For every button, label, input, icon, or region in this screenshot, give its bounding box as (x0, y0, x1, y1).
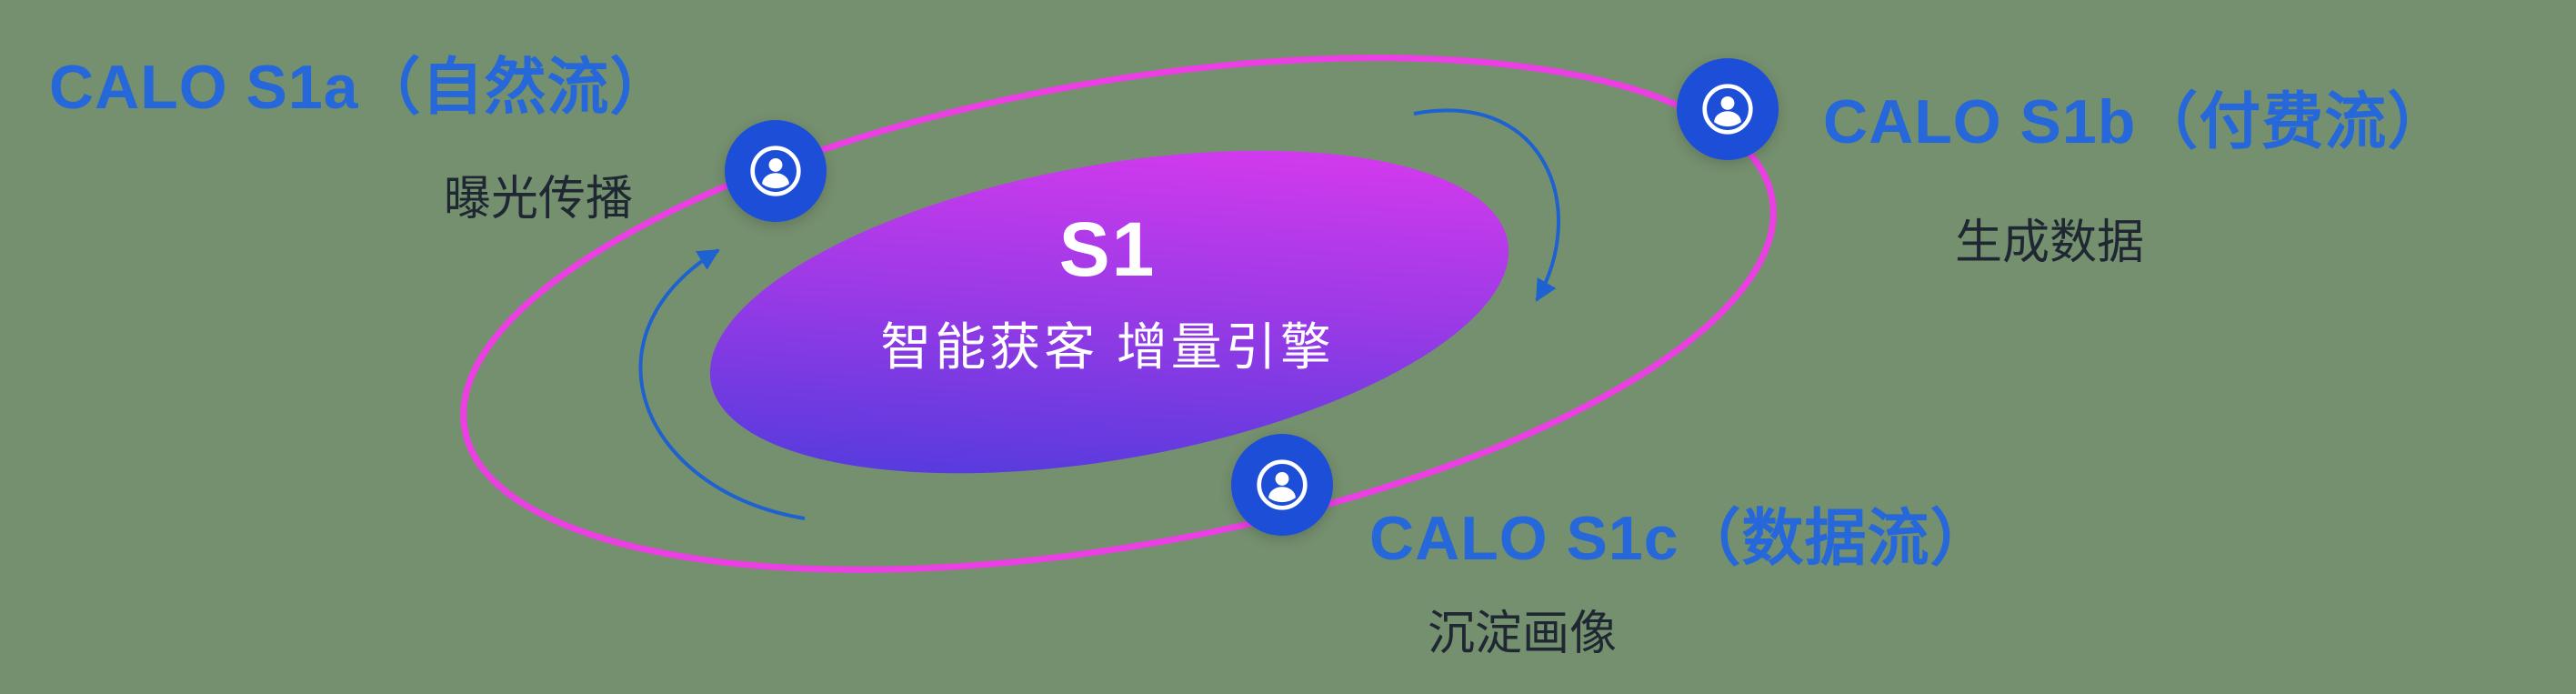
user-icon (1257, 459, 1308, 510)
core-subtitle: 智能获客 增量引擎 (880, 318, 1335, 376)
user-icon (1702, 84, 1753, 135)
label-sub-s1b: 生成数据 (1955, 216, 2145, 269)
core-title: S1 (1058, 206, 1157, 292)
core-ellipse (709, 150, 1509, 474)
flow-arrow-left (638, 248, 806, 520)
node-s1b (1677, 58, 1779, 160)
label-sub-s1c: 沉淀画像 (1428, 608, 1618, 660)
label-title-s1b: CALO S1b（付费流） (1823, 87, 2451, 156)
flow-arrow-top-right (1413, 108, 1560, 302)
label-title-s1c: CALO S1c（数据流） (1369, 504, 1993, 573)
node-s1c (1231, 434, 1333, 536)
node-s1a (725, 120, 827, 222)
label-sub-s1a: 曝光传播 (444, 173, 634, 226)
user-icon (750, 146, 801, 196)
core-text-block: S1 智能获客 增量引擎 (880, 206, 1335, 380)
label-title-s1a: CALO S1a（自然流） (49, 53, 673, 122)
orbit-ellipse (460, 55, 1777, 573)
